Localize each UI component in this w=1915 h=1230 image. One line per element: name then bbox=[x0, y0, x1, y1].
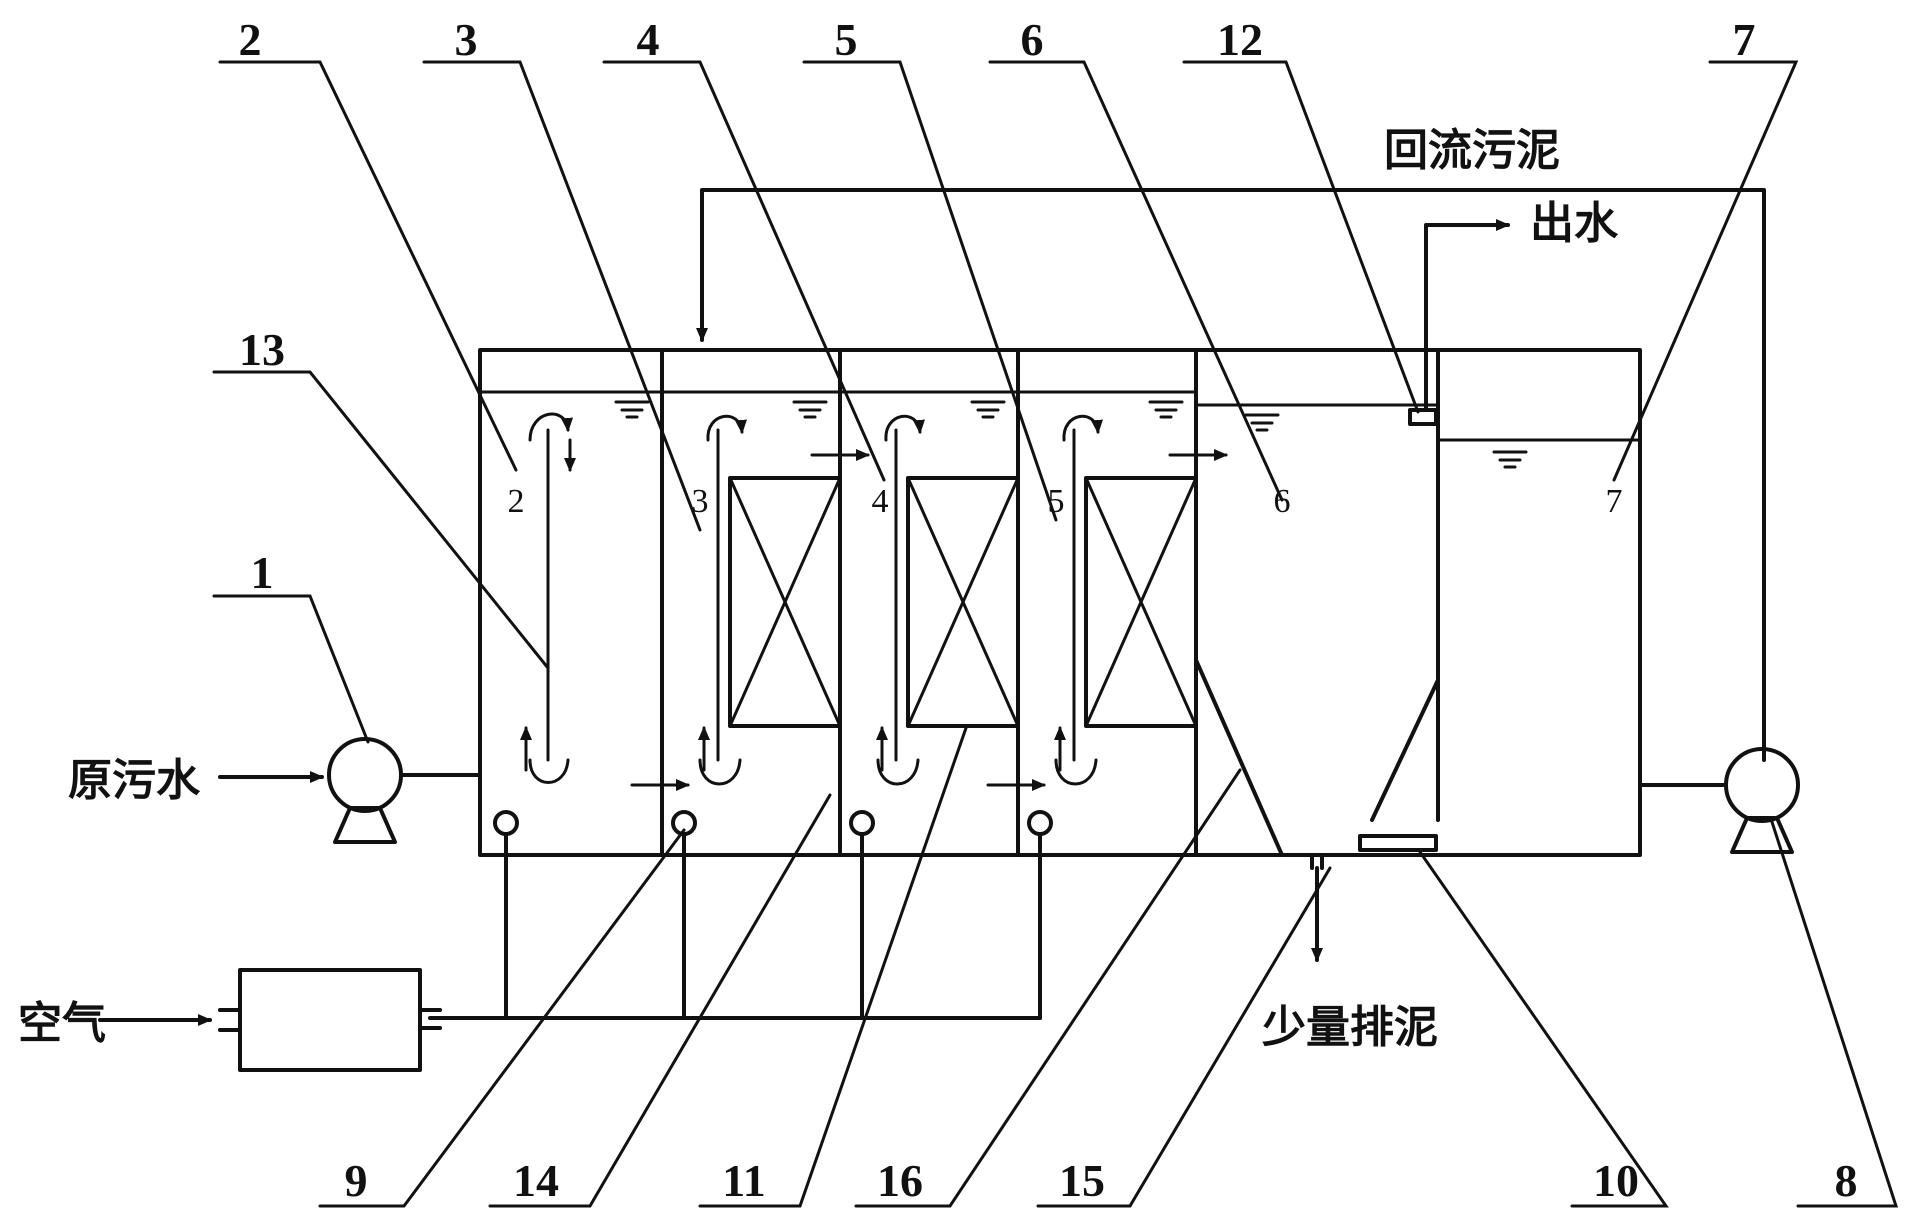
compartment-numbers: 2 3 4 5 6 7 bbox=[508, 483, 1623, 520]
callout-6: 6 bbox=[1021, 14, 1044, 65]
tank-outline bbox=[478, 348, 1642, 857]
callout-15: 15 bbox=[1059, 1155, 1105, 1206]
air-label: 空气 bbox=[18, 998, 106, 1049]
compartment-3-label: 3 bbox=[692, 483, 709, 520]
water-level-symbols bbox=[614, 400, 1528, 469]
callout-11: 11 bbox=[722, 1155, 765, 1206]
return-sludge-line bbox=[696, 188, 1766, 762]
callout-1: 1 bbox=[251, 547, 274, 598]
compartment-6-label: 6 bbox=[1274, 483, 1291, 520]
compartment-5-label: 5 bbox=[1048, 483, 1065, 520]
callout-4: 4 bbox=[637, 14, 660, 65]
callout-16: 16 bbox=[877, 1155, 923, 1206]
callout-5: 5 bbox=[835, 14, 858, 65]
influent-pump bbox=[218, 737, 482, 844]
callout-9: 9 bbox=[345, 1155, 368, 1206]
interstage-flow-arrows bbox=[630, 449, 1228, 791]
compartment-4-label: 4 bbox=[872, 483, 889, 520]
return-sludge-label: 回流污泥 bbox=[1384, 125, 1560, 176]
callout-13: 13 bbox=[239, 324, 285, 375]
circulation-flow bbox=[520, 412, 1103, 786]
settling-hopper bbox=[1194, 658, 1440, 962]
compartment-7-label: 7 bbox=[1606, 483, 1623, 520]
callout-numbers: 2 3 4 5 6 12 7 13 1 9 14 11 16 15 10 8 bbox=[239, 14, 1858, 1206]
leader-lines bbox=[212, 60, 1899, 1208]
compartment-2-label: 2 bbox=[508, 483, 525, 520]
effluent-weir bbox=[1408, 219, 1510, 426]
callout-3: 3 bbox=[455, 14, 478, 65]
sludge-discharge-label: 少量排泥 bbox=[1262, 1002, 1438, 1053]
flow-labels: 原污水 空气 回流污泥 出水 少量排泥 bbox=[18, 125, 1619, 1053]
return-sludge-pump bbox=[1638, 747, 1800, 854]
effluent-label: 出水 bbox=[1530, 198, 1619, 249]
filter-media bbox=[728, 476, 1198, 728]
raw-sewage-label: 原污水 bbox=[68, 755, 201, 806]
aeration-system bbox=[98, 810, 1053, 1072]
callout-12: 12 bbox=[1217, 14, 1263, 65]
callout-14: 14 bbox=[513, 1155, 559, 1206]
callout-10: 10 bbox=[1593, 1155, 1639, 1206]
callout-2: 2 bbox=[239, 14, 262, 65]
callout-8: 8 bbox=[1835, 1155, 1858, 1206]
callout-7: 7 bbox=[1733, 14, 1756, 65]
